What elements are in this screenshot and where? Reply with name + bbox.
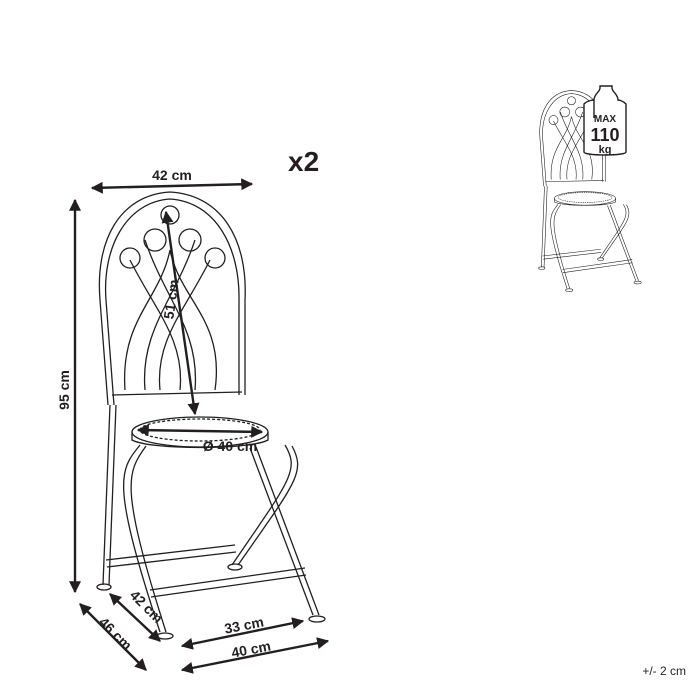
- backrest-height-label: 51 cm: [160, 279, 181, 321]
- height-label: 95 cm: [56, 370, 72, 410]
- inner-width-label: 33 cm: [223, 613, 265, 636]
- weight-icon: MAX 110 kg: [583, 85, 627, 156]
- seat-depth-label: 42 cm: [127, 587, 166, 626]
- base-width-arrow: [180, 637, 330, 674]
- base-depth-label: 46 cm: [96, 614, 135, 653]
- weight-max-label: MAX: [594, 114, 617, 125]
- seat-diameter-arrow: [136, 424, 264, 438]
- backrest-arrow: [161, 210, 200, 416]
- width-arrow: [90, 178, 254, 194]
- base-depth-arrow: [79, 603, 147, 671]
- chair-illustration: [96, 191, 326, 640]
- back-width-label: 42 cm: [152, 167, 192, 183]
- quantity-label: x2: [288, 146, 319, 177]
- tolerance-note: +/- 2 cm: [642, 664, 686, 678]
- weight-value: 110: [590, 125, 619, 145]
- base-width-label: 40 cm: [230, 637, 272, 660]
- seat-diameter-label: Ø 40 cm: [203, 438, 257, 454]
- weight-unit: kg: [599, 144, 612, 156]
